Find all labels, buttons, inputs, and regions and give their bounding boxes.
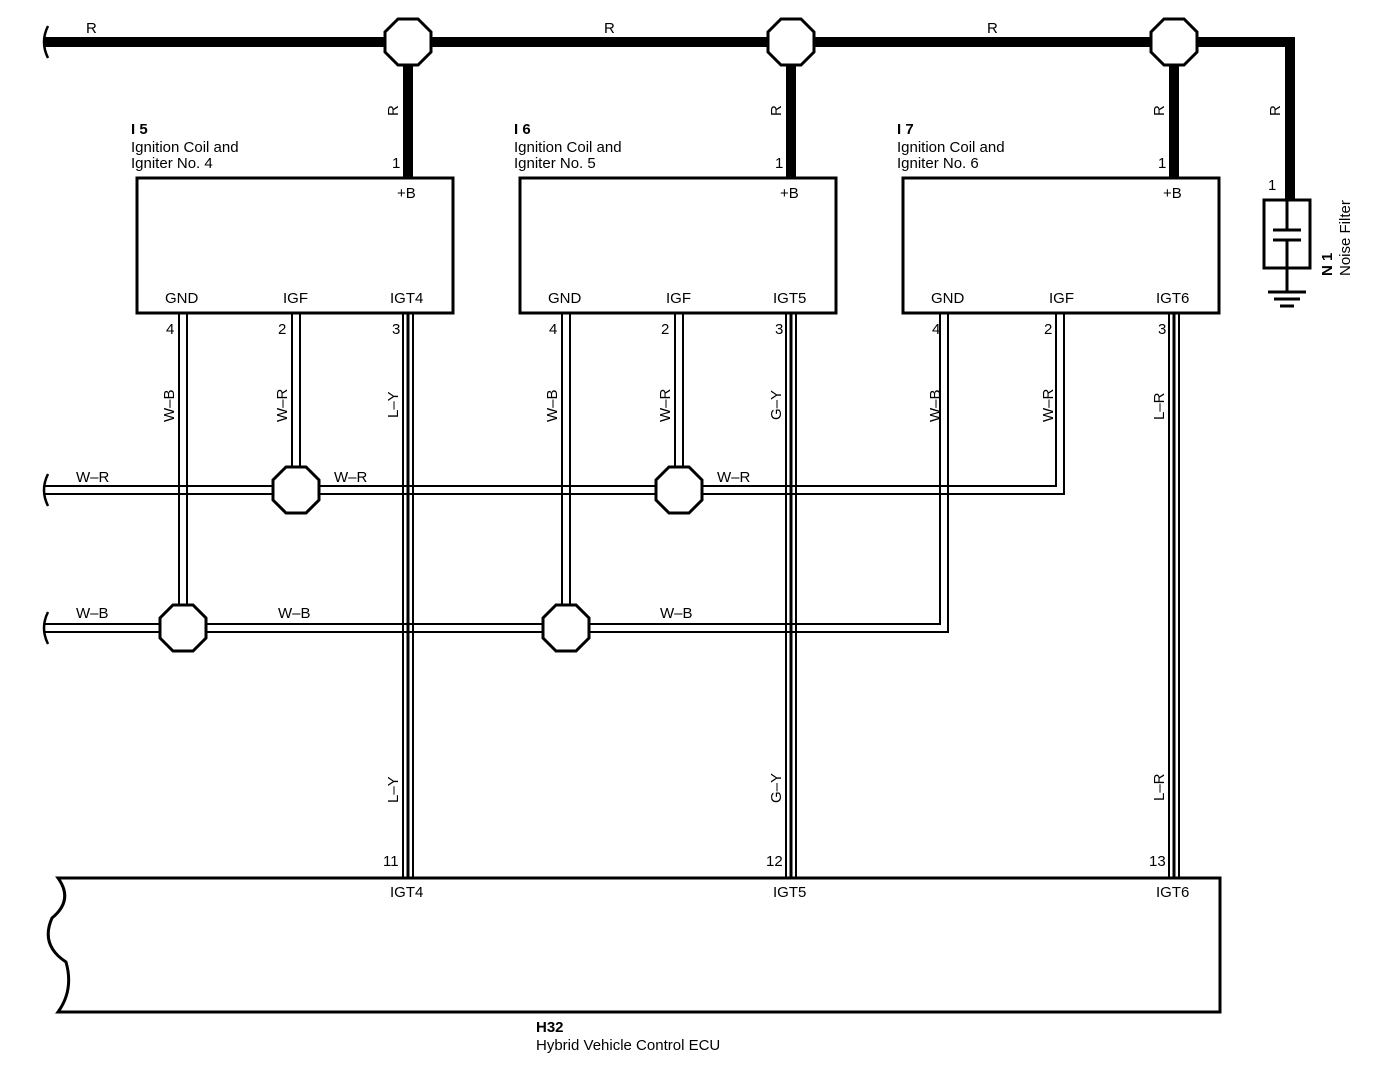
wire-color-label: W–B [927,389,944,422]
noise-filter: 1 N 1 Noise Filter [1262,177,1354,308]
pin-number: 12 [766,853,783,870]
component-code: I 5 [131,121,148,138]
component-name: Igniter No. 5 [514,155,596,172]
pin-label: IGT4 [390,290,423,307]
component-name: Igniter No. 6 [897,155,979,172]
wire-color-label: L–R [1151,773,1168,801]
component-box [518,176,838,315]
pin-label: IGT5 [773,290,806,307]
pin-label: IGT6 [1156,884,1189,901]
component-code: H32 [536,1019,564,1036]
pin-label: +B [1163,185,1182,202]
wire-break-mark [42,473,50,507]
pin-label: GND [931,290,965,307]
pin-number: 11 [383,853,399,870]
component-box [135,176,455,315]
wire-color-label: W–R [717,469,751,486]
pin-label: +B [780,185,799,202]
pin-number: 1 [392,155,400,172]
splice-point [654,465,704,515]
splice-point [383,17,433,67]
component-code: I 7 [897,121,914,138]
wire-color-label: W–B [161,389,178,422]
component-name: Ignition Coil and [897,139,1005,156]
pin-number: 3 [1158,321,1166,338]
component-box [901,176,1221,315]
component-code: N 1 [1319,253,1336,276]
wire-color-label: W–R [1040,389,1057,423]
wire-color-label: W–R [657,389,674,423]
pin-label: GND [165,290,199,307]
wire-color-label: W–B [660,605,693,622]
wire-color-label: G–Y [768,390,785,420]
pin-number: 3 [775,321,783,338]
hybrid-vehicle-control-ecu: L–Y G–Y L–R 11 12 13 IGT4 IGT5 IGT6 H32 … [46,773,1222,1054]
pin-number: 3 [392,321,400,338]
wire-color-label: R [1151,105,1168,116]
splice-point [541,603,591,653]
igt6-wire [1168,314,1180,878]
pin-number: 1 [1158,155,1166,172]
component-name: Ignition Coil and [514,139,622,156]
pin-label: GND [548,290,582,307]
wire-color-label: W–R [274,389,291,423]
pin-number: 13 [1149,853,1166,870]
wire-color-label: W–R [334,469,368,486]
component-box [46,876,1222,1014]
pin-number: 4 [932,321,940,338]
igt-signal-wires [402,314,1180,878]
pin-label: IGF [666,290,691,307]
component-name: Igniter No. 4 [131,155,213,172]
ignition-coil-6: I 7 Ignition Coil and Igniter No. 6 1 +B… [897,121,1221,423]
component-name: Ignition Coil and [131,139,239,156]
wire-color-label: L–R [1151,392,1168,420]
pin-number: 4 [166,321,174,338]
splice-point [271,465,321,515]
wire-color-label: W–R [76,469,110,486]
splice-point [158,603,208,653]
pin-label: IGF [283,290,308,307]
wire-color-label: R [385,105,402,116]
wire-color-label: R [604,20,615,37]
pin-label: IGT5 [773,884,806,901]
pin-label: IGT4 [390,884,423,901]
wire-color-label: R [1267,105,1284,116]
pin-number: 1 [1268,177,1276,194]
igt4-wire [402,314,414,878]
wire-color-label: L–Y [385,391,402,418]
wire-color-label: L–Y [385,776,402,803]
splice-point [1149,17,1199,67]
igt5-wire [785,314,797,878]
pin-label: IGF [1049,290,1074,307]
ignition-coil-5: I 6 Ignition Coil and Igniter No. 5 1 +B… [514,121,838,423]
power-bus: R R R R R R R [42,17,1295,200]
pin-number: 1 [775,155,783,172]
pin-label: IGT6 [1156,290,1189,307]
wire-color-label: R [987,20,998,37]
pin-number: 4 [549,321,557,338]
wire-color-label: W–B [76,605,109,622]
wire-color-label: R [86,20,97,37]
pin-label: +B [397,185,416,202]
pin-number: 2 [661,321,669,338]
splice-point [766,17,816,67]
pin-number: 2 [278,321,286,338]
wire-color-label: W–B [544,389,561,422]
component-name: Hybrid Vehicle Control ECU [536,1037,720,1054]
wire-color-label: G–Y [768,773,785,803]
gnd-bus: W–B W–B W–B [42,314,949,653]
wire-break-mark [42,611,50,645]
igf-bus: W–R W–R W–R [42,314,1065,515]
pin-number: 2 [1044,321,1052,338]
wire-color-label: W–B [278,605,311,622]
component-name: Noise Filter [1337,200,1354,276]
ignition-coil-4: I 5 Ignition Coil and Igniter No. 4 1 +B… [131,121,455,423]
wire-color-label: R [768,105,785,116]
component-code: I 6 [514,121,531,138]
